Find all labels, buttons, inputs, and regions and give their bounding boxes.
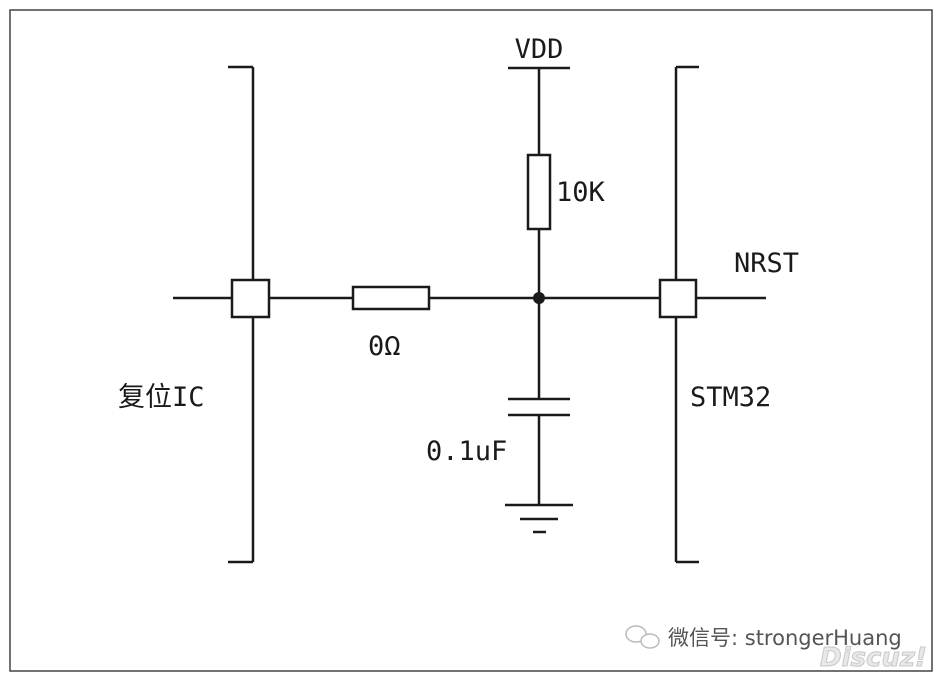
pullup-resistor — [526, 153, 552, 231]
series-resistor — [351, 285, 431, 311]
wechat-id-text: 微信号: strongerHuang — [668, 626, 902, 650]
vdd-label: VDD — [515, 34, 564, 65]
ground-icon — [505, 503, 573, 534]
capacitor — [508, 397, 570, 417]
wechat-watermark: 微信号: strongerHuang — [625, 625, 902, 650]
reset-ic-label: 复位IC — [118, 382, 205, 413]
capacitor-label: 0.1uF — [426, 436, 507, 467]
diagram-frame — [9, 9, 933, 672]
reset-ic-pin — [230, 278, 271, 319]
stm32-label: STM32 — [690, 382, 771, 413]
discuz-watermark: Discuz! — [820, 643, 927, 673]
stm32-nrst-pin — [658, 278, 698, 319]
series-resistor-label: 0Ω — [368, 331, 401, 362]
wechat-icon — [625, 625, 660, 649]
pullup-resistor-label: 10K — [556, 177, 606, 208]
nrst-label: NRST — [734, 248, 799, 279]
junction-dot — [533, 292, 545, 304]
